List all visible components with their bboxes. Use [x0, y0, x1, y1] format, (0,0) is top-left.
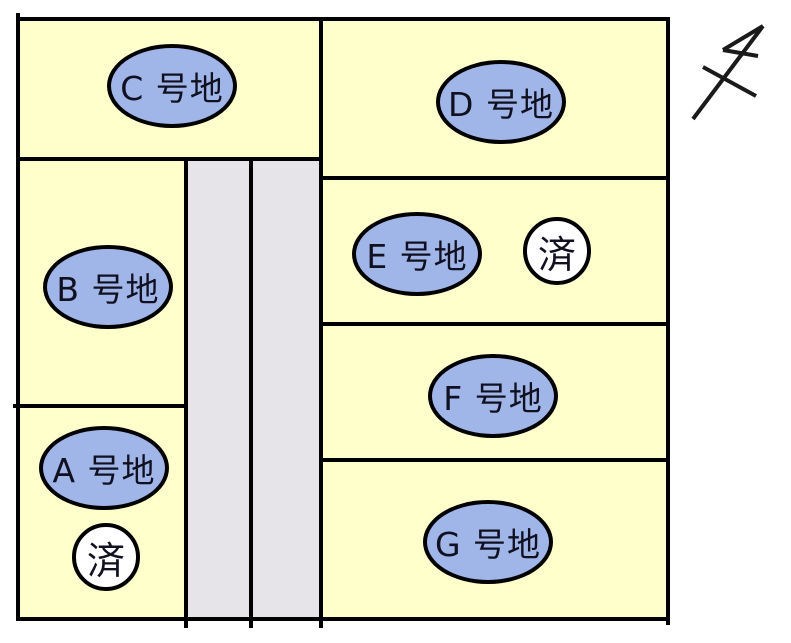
plot-label-a: A 号地 [39, 426, 169, 510]
plot-label-g: G 号地 [423, 500, 553, 584]
plot-label-d: D 号地 [436, 60, 566, 144]
plot-label-f-text: F 号地 [443, 379, 543, 418]
plot-label-e-text: E 号地 [366, 237, 468, 276]
boundary-d-bottom [319, 176, 670, 180]
plot-label-f: F 号地 [428, 354, 558, 438]
plot-label-g-text: G 号地 [434, 525, 542, 564]
plot-label-c: C 号地 [107, 44, 237, 128]
boundary-b-a [13, 404, 188, 408]
sold-badge-a: 済 [72, 523, 140, 591]
sold-badge-a-text: 済 [86, 538, 125, 583]
sold-badge-e-text: 済 [537, 232, 576, 277]
boundary-bottom [16, 617, 670, 621]
plot-label-a-text: A 号地 [52, 451, 156, 490]
plot-label-d-text: D 号地 [448, 85, 554, 124]
plot-label-e: E 号地 [352, 212, 482, 296]
road-center-line [249, 157, 253, 628]
plot-label-b-text: B 号地 [56, 270, 160, 309]
sold-badge-e: 済 [523, 217, 591, 285]
boundary-c-bottom [16, 157, 323, 161]
boundary-f-g [319, 458, 670, 462]
north-arrow-icon [691, 24, 765, 121]
boundary-right [666, 17, 670, 625]
boundary-e-f [319, 322, 670, 326]
road-right-edge [319, 17, 323, 628]
boundary-left [16, 13, 20, 621]
road-left-edge [184, 157, 188, 628]
boundary-top [16, 17, 670, 21]
plot-label-c-text: C 号地 [120, 69, 224, 108]
plot-label-b: B 号地 [43, 245, 173, 329]
road-region [186, 159, 321, 620]
